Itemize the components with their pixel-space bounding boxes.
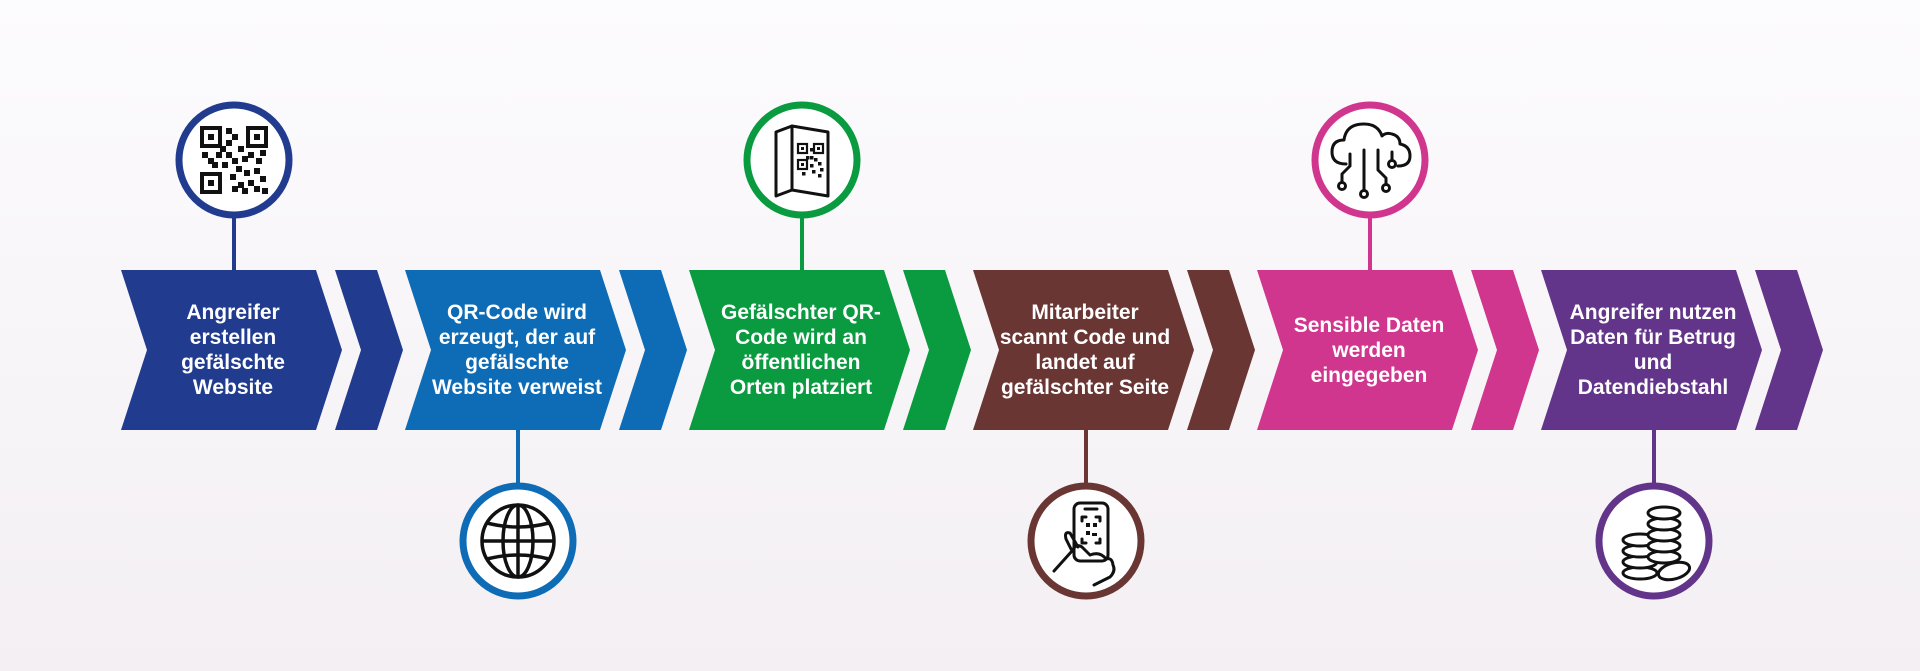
step-5-chevron <box>1471 270 1539 430</box>
step-6-arrow-box <box>1541 270 1762 430</box>
step-4-arrow-box <box>973 270 1194 430</box>
step-5-arrow-box <box>1257 270 1478 430</box>
step-6-chevron <box>1755 270 1823 430</box>
step-3-chevron <box>903 270 971 430</box>
step-4-chevron <box>1187 270 1255 430</box>
step-2-chevron <box>619 270 687 430</box>
step-3-arrow-box <box>689 270 910 430</box>
step-1-arrow-box <box>121 270 342 430</box>
step-5-icon-ring <box>1311 101 1429 219</box>
coins-icon <box>1621 505 1692 582</box>
cloud-data-icon <box>1330 122 1412 199</box>
globe-icon <box>480 503 556 579</box>
qr-code-icon <box>200 126 268 194</box>
step-2-arrow-box <box>405 270 626 430</box>
qr-flyer-icon <box>774 124 830 198</box>
step-1-chevron <box>335 270 403 430</box>
phone-scan-icon <box>1052 501 1116 587</box>
